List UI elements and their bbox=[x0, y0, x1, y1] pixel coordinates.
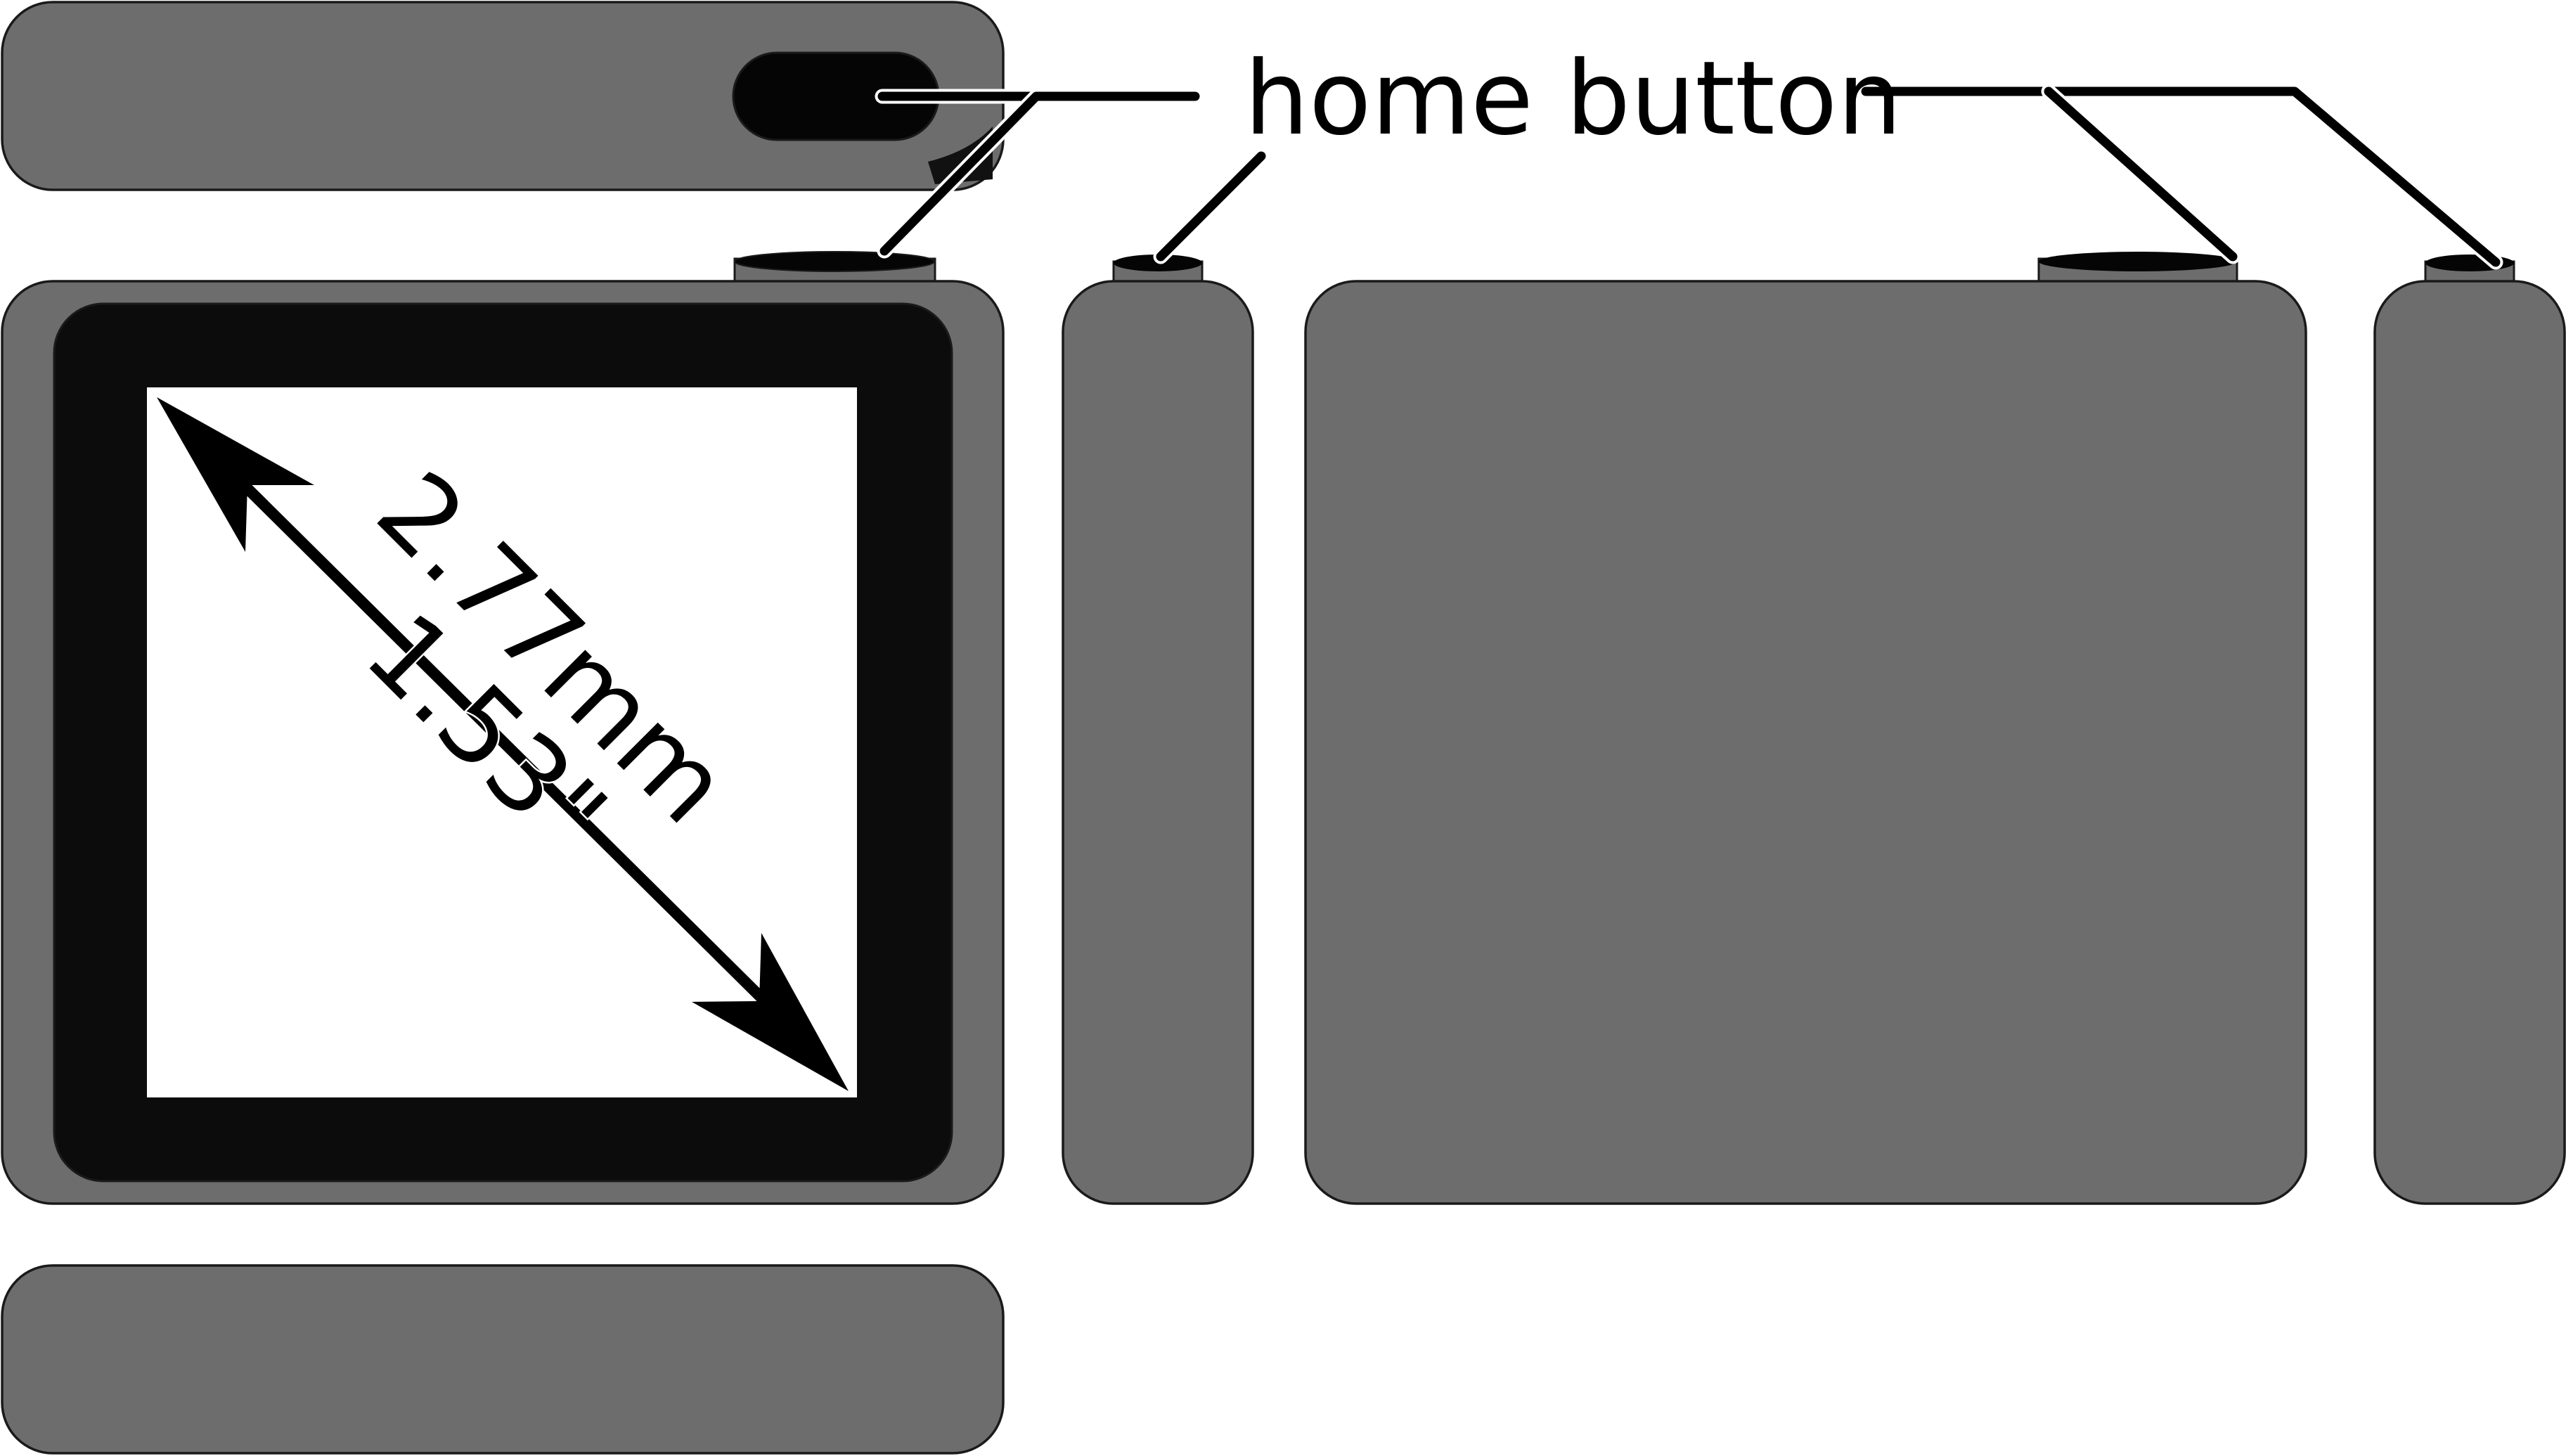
back-view-home-button-top bbox=[2039, 252, 2237, 271]
leader-right-side bbox=[1861, 86, 2501, 267]
callout-leaders bbox=[875, 84, 2503, 270]
leader-left-side bbox=[1156, 151, 1266, 262]
bottom-view bbox=[1, 1264, 1005, 1455]
front-view-home-button-top bbox=[734, 251, 935, 272]
top-view bbox=[1, 1, 1005, 191]
left-side-body bbox=[1062, 280, 1254, 1205]
dimension-line bbox=[231, 472, 781, 1017]
dimension-arrowhead-top-left bbox=[157, 397, 314, 552]
dimension-arrowhead-bottom-right bbox=[692, 933, 849, 1091]
right-side-view bbox=[2373, 255, 2566, 1205]
back-view bbox=[1304, 252, 2307, 1205]
bottom-view-body bbox=[1, 1264, 1005, 1455]
leader-back-view bbox=[2044, 86, 2238, 262]
home-button-label: home button bbox=[1244, 39, 1902, 158]
top-view-button-shadow bbox=[928, 127, 993, 184]
left-side-view bbox=[1062, 255, 1254, 1205]
right-side-body bbox=[2373, 280, 2566, 1205]
back-view-body bbox=[1304, 280, 2307, 1205]
leader-front-view bbox=[879, 91, 1200, 256]
